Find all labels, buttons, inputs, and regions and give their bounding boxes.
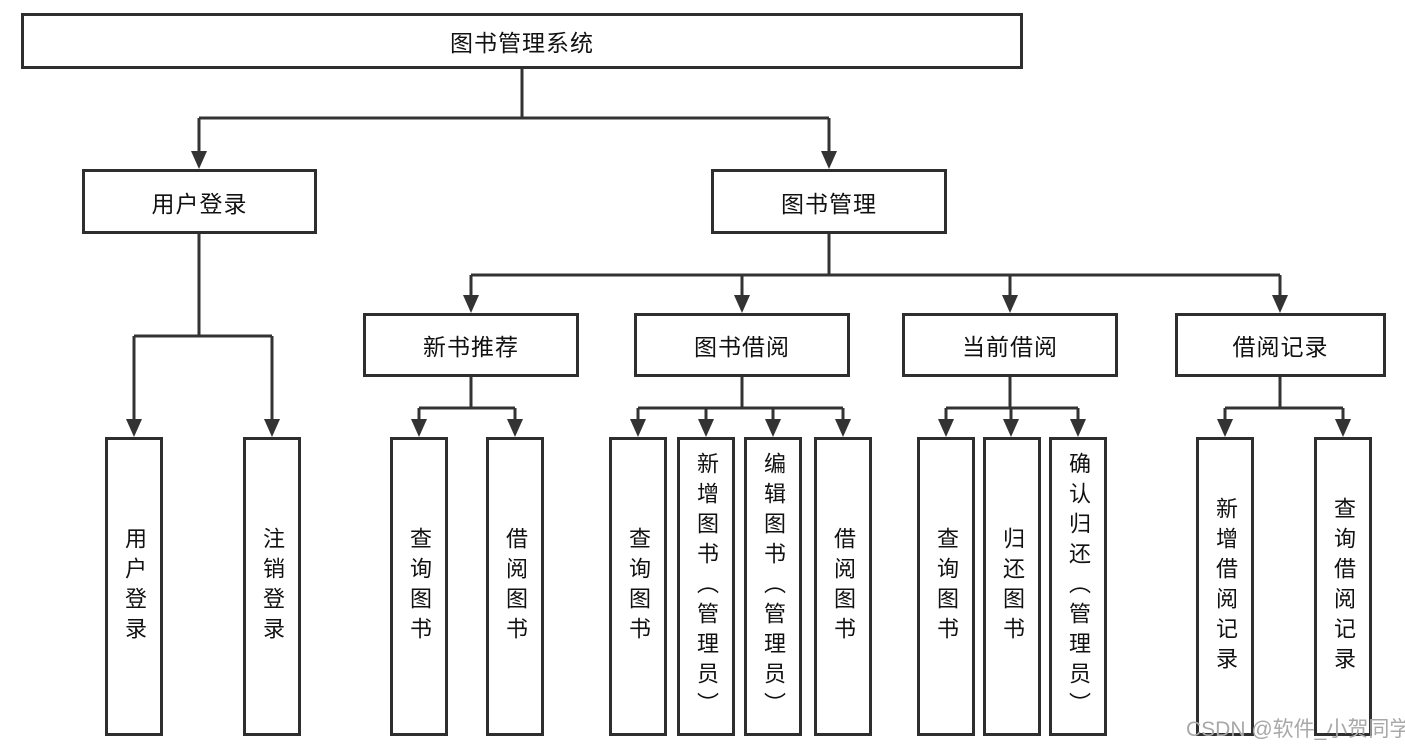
node-book-borrowing: 图书借阅 <box>634 313 850 377</box>
leaf-query-books-current: 查询图书 <box>917 437 975 736</box>
node-borrowing-records: 借阅记录 <box>1175 313 1386 377</box>
leaf-query-books-recommendation: 查询图书 <box>390 437 448 736</box>
node-user-login: 用户登录 <box>82 169 317 234</box>
leaf-add-borrowing-record: 新增借阅记录 <box>1196 437 1254 736</box>
leaf-borrow-books-recommendation: 借阅图书 <box>486 437 544 736</box>
node-book-management: 图书管理 <box>711 169 947 234</box>
leaf-logout: 注销登录 <box>243 437 301 736</box>
leaf-query-books-borrowing: 查询图书 <box>609 437 667 736</box>
node-current-borrowing: 当前借阅 <box>902 313 1118 377</box>
node-library-management-system: 图书管理系统 <box>21 13 1023 69</box>
leaf-user-login: 用户登录 <box>105 437 163 736</box>
leaf-add-books-admin: 新增图书（管理员） <box>677 437 735 736</box>
csdn-watermark: CSDN @软件_小贺同学 <box>1186 718 1405 741</box>
leaf-confirm-return-admin: 确认归还（管理员） <box>1049 437 1107 736</box>
leaf-borrow-books: 借阅图书 <box>814 437 872 736</box>
leaf-edit-books-admin: 编辑图书（管理员） <box>744 437 802 736</box>
leaf-query-borrowing-record: 查询借阅记录 <box>1314 437 1372 736</box>
leaf-return-books: 归还图书 <box>983 437 1041 736</box>
node-new-book-recommendation: 新书推荐 <box>363 313 579 377</box>
